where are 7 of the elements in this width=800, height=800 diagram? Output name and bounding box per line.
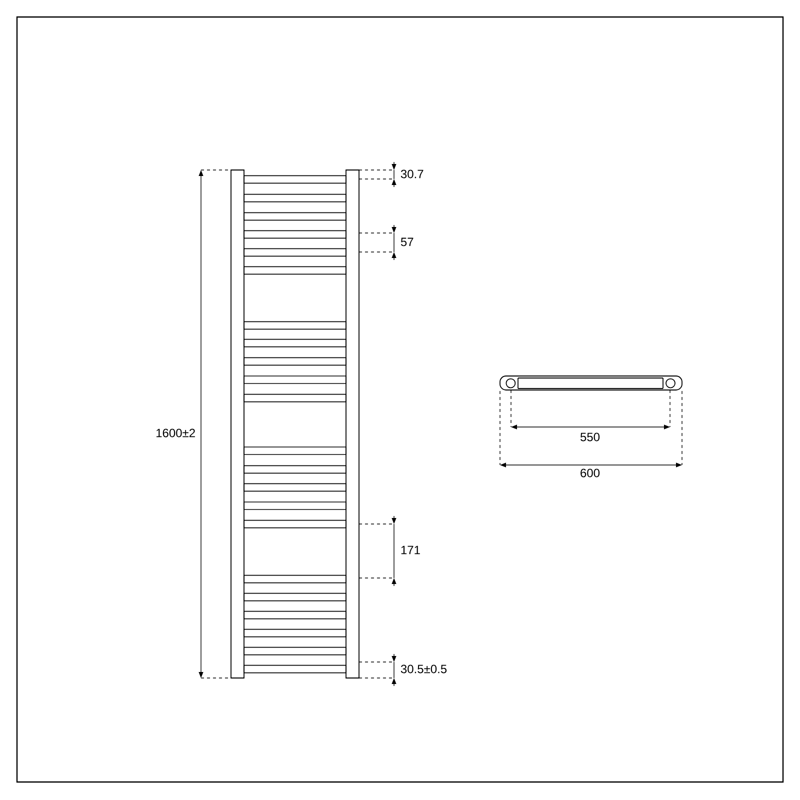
dimension-label: 600 [580, 468, 600, 478]
dimension-label: 30.5±0.5 [400, 664, 447, 674]
dimension-label: 30.7 [400, 170, 424, 178]
dimension-label: 57 [400, 238, 414, 246]
dimension-label: 550 [580, 432, 600, 442]
dimension-label: 1600±2 [156, 428, 195, 438]
dimension-label: 171 [401, 546, 420, 554]
